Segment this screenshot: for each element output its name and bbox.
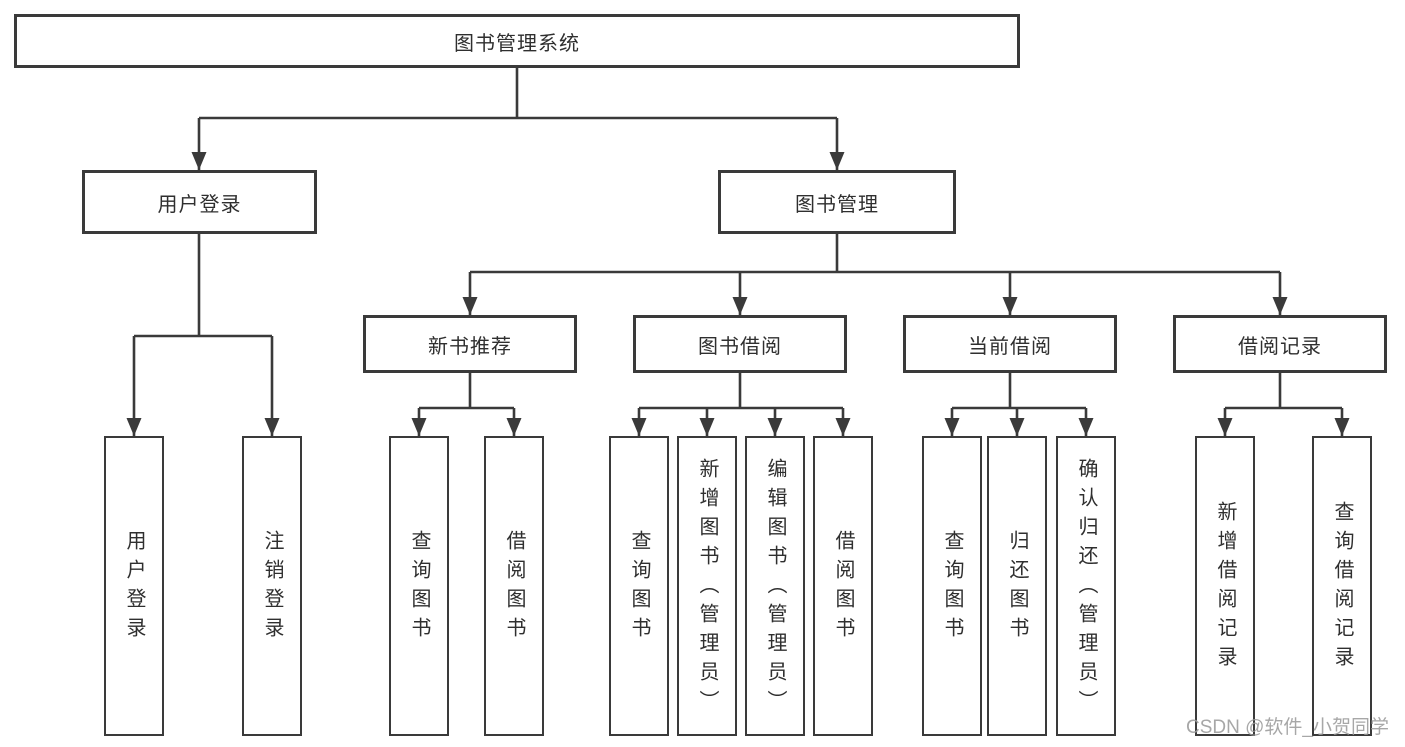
node-book-borrowing: 图书借阅 — [633, 315, 847, 373]
node-current-borrowing: 当前借阅 — [903, 315, 1117, 373]
connector-records-children — [1217, 373, 1350, 436]
node-user-login: 用户登录 — [82, 170, 317, 234]
node-book-management: 图书管理 — [718, 170, 956, 234]
node-leaf-borrow-books: 借阅图书 — [813, 436, 873, 736]
node-leaf-logout: 注销登录 — [242, 436, 302, 736]
connector-current-children — [944, 373, 1094, 436]
node-leaf-add-borrow-record: 新增借阅记录 — [1195, 436, 1255, 736]
connector-borrowing-children — [631, 373, 851, 436]
connector-root-to-level2 — [191, 68, 845, 170]
connector-user-login-children — [126, 234, 280, 436]
watermark: CSDN @软件_小贺同学 — [1186, 717, 1389, 738]
node-leaf-query-books-recommend: 查询图书 — [389, 436, 449, 736]
connector-new-books-children — [411, 373, 522, 436]
node-leaf-borrow-books-recommend: 借阅图书 — [484, 436, 544, 736]
node-new-book-recommendation: 新书推荐 — [363, 315, 577, 373]
node-leaf-query-borrow-record: 查询借阅记录 — [1312, 436, 1372, 736]
node-library-management-system: 图书管理系统 — [14, 14, 1020, 68]
node-leaf-query-books-current: 查询图书 — [922, 436, 982, 736]
node-borrowing-records: 借阅记录 — [1173, 315, 1387, 373]
node-leaf-confirm-return-admin: 确认归还（管理员） — [1056, 436, 1116, 736]
connector-book-mgmt-to-level3 — [462, 234, 1288, 315]
node-leaf-user-login: 用户登录 — [104, 436, 164, 736]
node-leaf-edit-books-admin: 编辑图书（管理员） — [745, 436, 805, 736]
node-leaf-add-books-admin: 新增图书（管理员） — [677, 436, 737, 736]
node-leaf-query-books-borrowing: 查询图书 — [609, 436, 669, 736]
node-leaf-return-books: 归还图书 — [987, 436, 1047, 736]
